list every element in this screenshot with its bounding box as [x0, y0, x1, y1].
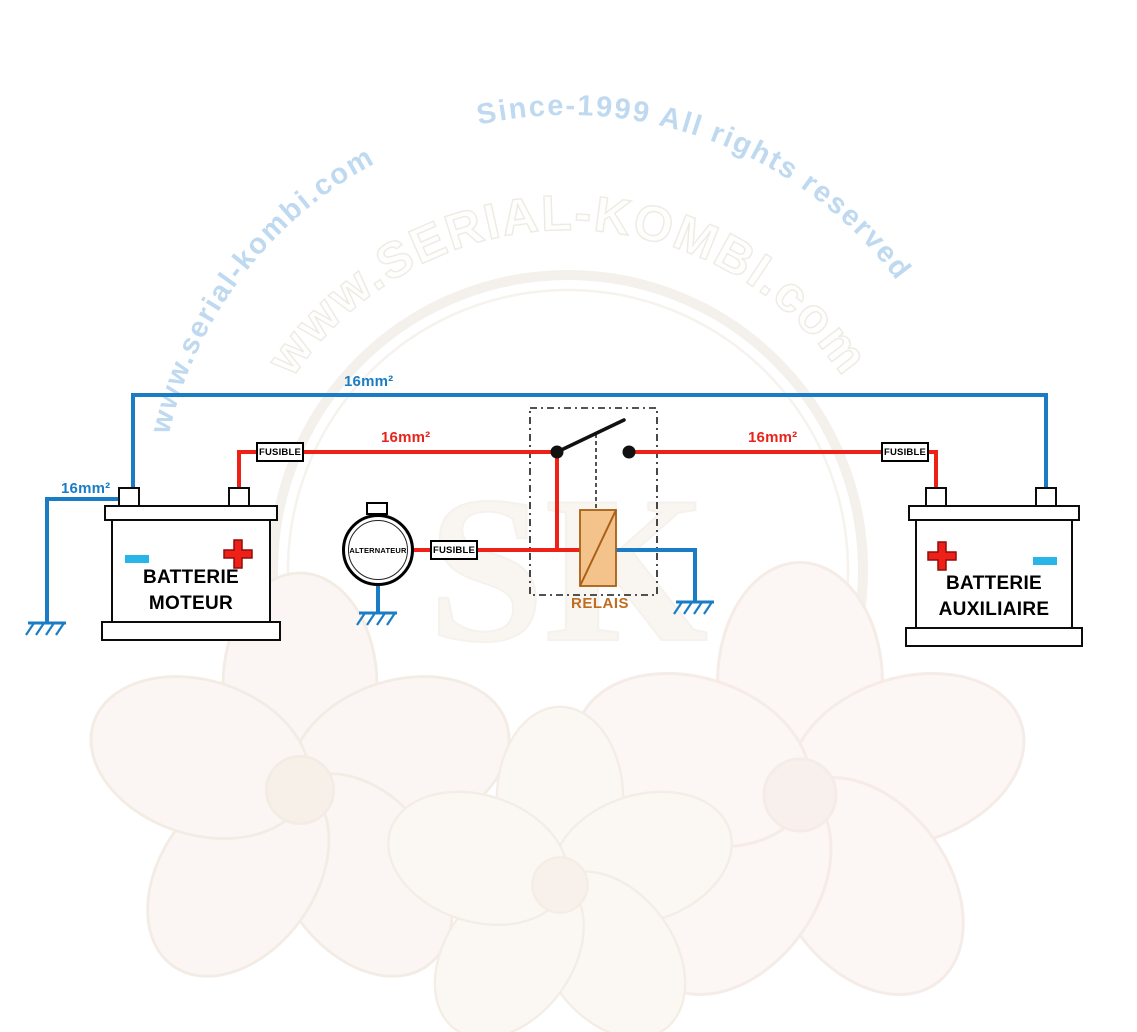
svg-text:www.SERIAL-KOMBI.com: www.SERIAL-KOMBI.com: [255, 185, 880, 386]
relay-contact-right: [622, 445, 636, 459]
ground-symbol-left: [25, 621, 66, 636]
wire-positive-relay-to-aux: [629, 450, 938, 495]
relay-coil-diagonal: [579, 509, 617, 587]
minus-symbol: [125, 555, 149, 563]
battery-aux-neg-terminal: [1035, 487, 1057, 507]
battery-engine-label-line1: BATTERIE: [143, 567, 239, 588]
fuse-aux-battery: FUSIBLE: [881, 442, 929, 462]
positive-wires: [237, 450, 938, 552]
battery-aux-pos-terminal: [925, 487, 947, 507]
relay-switch-blade: [555, 418, 626, 454]
wire-gauge-label-top-negative: 16mm²: [344, 373, 394, 390]
wire-positive-engine-to-relay: [237, 450, 560, 495]
logo-arc-text: www.SERIAL-KOMBI.com: [255, 184, 879, 386]
background-logo: SK www.SERIAL-KOMBI.com: [89, 184, 1026, 1032]
plus-symbol: [927, 541, 957, 571]
wire-gauge-label-left-negative: 16mm²: [61, 480, 111, 497]
plus-symbol: [223, 539, 253, 569]
battery-aux-label-line1: BATTERIE: [946, 573, 1042, 594]
wire-negative-top: [131, 393, 1048, 495]
battery-engine-base: [101, 621, 281, 641]
battery-aux-body: BATTERIE AUXILIAIRE: [915, 519, 1073, 629]
alternator-terminal: [366, 502, 388, 515]
battery-aux-label-line2: AUXILIAIRE: [938, 599, 1050, 620]
fuse-engine-battery: FUSIBLE: [256, 442, 304, 462]
relay-contact-left: [550, 445, 564, 459]
minus-symbol: [1033, 557, 1057, 565]
logo-monogram: SK: [428, 454, 708, 686]
alternator: ALTERNATEUR: [342, 514, 414, 586]
wire-negative-left-ground: [45, 497, 126, 624]
hibiscus-flower-center-icon: [387, 705, 733, 1032]
wire-gauge-label-right-positive: 16mm²: [748, 429, 798, 446]
relay-boundary: [529, 407, 658, 596]
battery-aux-base: [905, 627, 1083, 647]
wire-gauge-label-left-positive: 16mm²: [381, 429, 431, 446]
negative-wires: [45, 393, 1048, 624]
battery-engine-body: BATTERIE MOTEUR: [111, 519, 271, 623]
battery-engine-pos-terminal: [228, 487, 250, 507]
wire-negative-relay-ground: [610, 548, 697, 603]
relay-label: RELAIS: [570, 595, 629, 612]
alternator-inner-ring: ALTERNATEUR: [348, 520, 408, 580]
battery-engine-neg-terminal: [118, 487, 140, 507]
fuse-alternator: FUSIBLE: [430, 540, 478, 560]
battery-engine-label-line2: MOTEUR: [148, 593, 234, 614]
alternator-label: ALTERNATEUR: [349, 545, 407, 555]
ground-symbol-alternator: [356, 611, 397, 626]
ground-symbol-relay: [673, 600, 714, 615]
